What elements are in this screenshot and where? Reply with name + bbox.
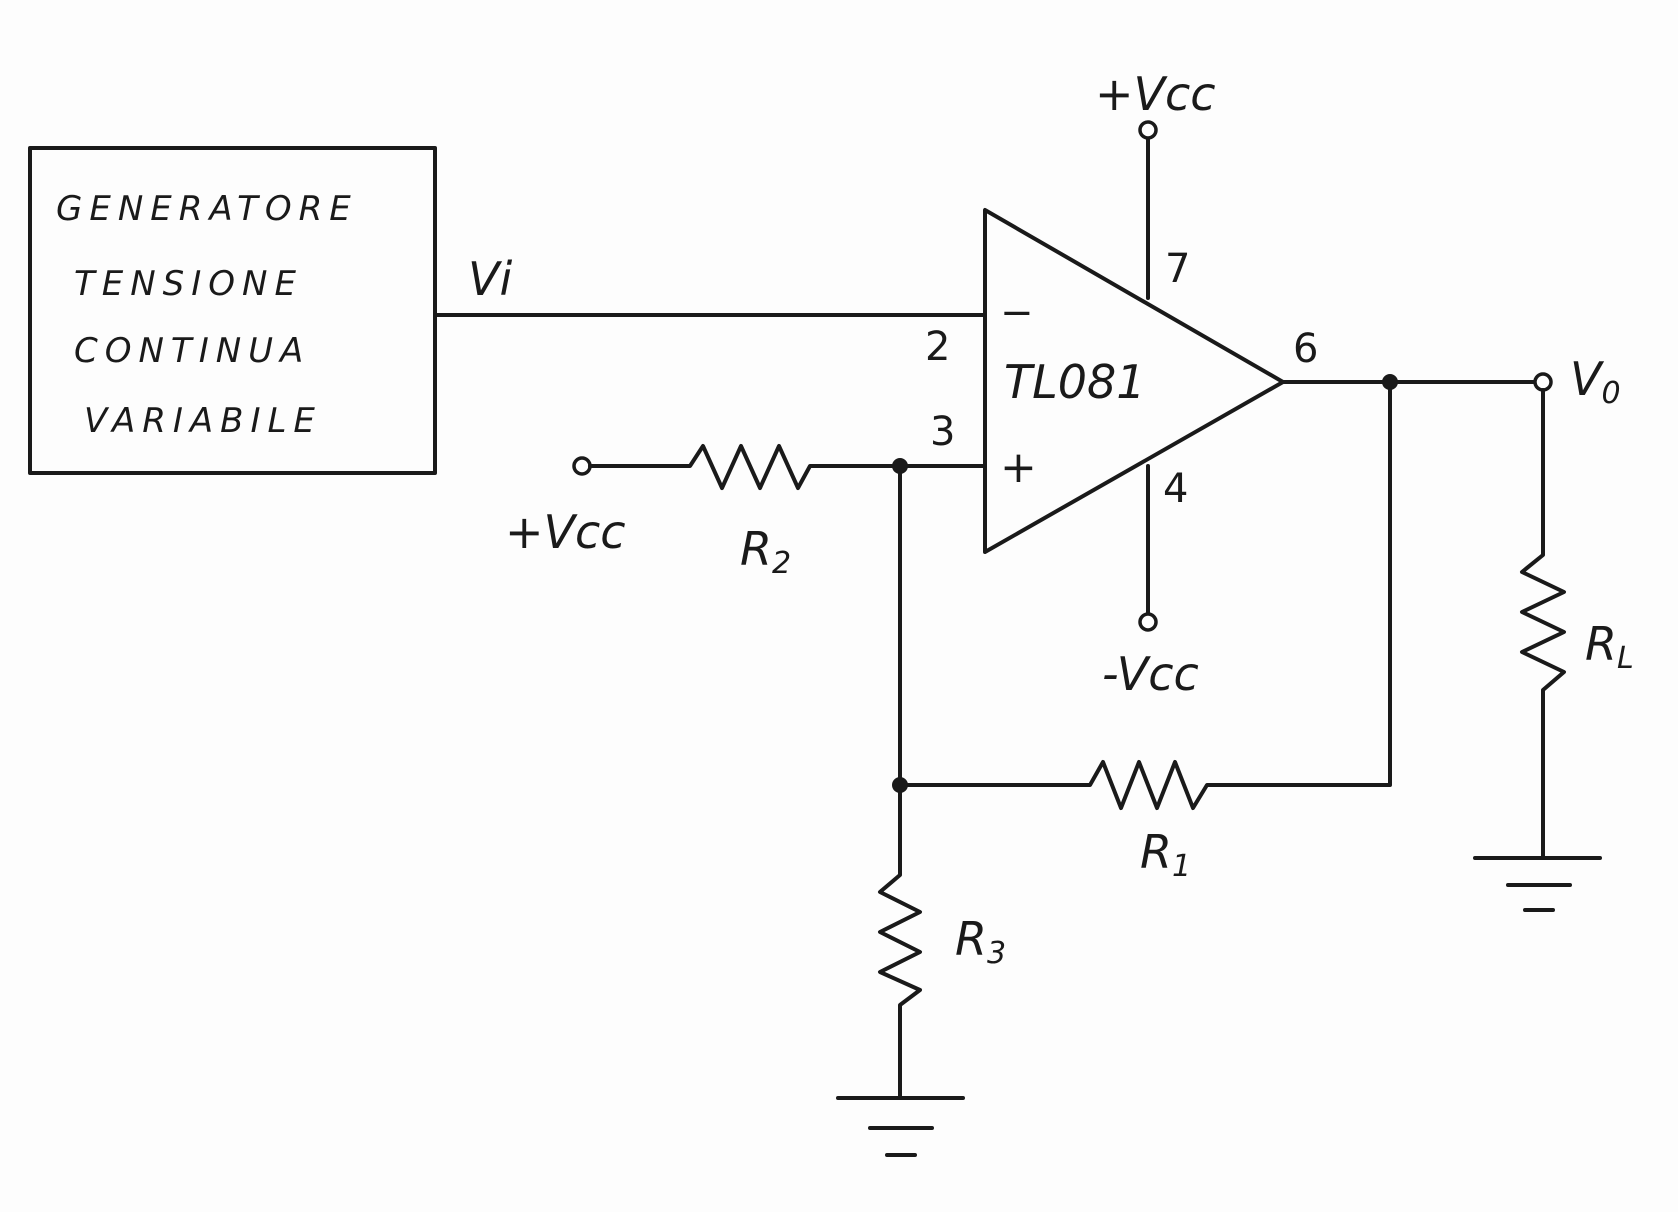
vplus-terminal [1138,120,1158,140]
generator-line-3: CONTINUA [74,331,310,371]
r2-resistor [588,444,987,490]
op-amp-triangle [983,208,1285,554]
rl-ground-symbol [1473,856,1602,912]
rl-label: RL [1585,617,1634,676]
vminus-terminal [1138,612,1158,632]
vi-label: Vi [468,252,512,306]
vminus-supply-label: -Vcc [1102,647,1199,701]
op-amp-name: TL081 [1004,355,1146,409]
r3-ground-symbol [836,1096,965,1157]
r3-label: R3 [955,912,1006,971]
vo-label: V0 [1570,352,1621,411]
r2-label: R2 [740,522,791,581]
vplus-supply-label: +Vcc [1095,67,1216,121]
generator-line-4: VARIABILE [84,401,322,441]
generator-line-2: TENSIONE [74,264,303,304]
pin-7-label: 7 [1165,246,1190,292]
generator-line-1: GENERATORE [56,189,358,229]
op-amp-plus-sign: + [1000,442,1037,493]
pin-6-label: 6 [1293,326,1318,372]
generator-box [28,146,437,475]
output-node [1382,374,1398,390]
rl-resistor [1520,388,1566,860]
r1-resistor [898,380,1392,810]
r2-source-terminal [572,456,592,476]
op-amp-minus-sign: − [1000,290,1034,336]
r2-source-label: +Vcc [505,505,626,559]
pin-3-label: 3 [930,409,955,455]
r1-label: R1 [1140,825,1191,884]
pin-2-label: 2 [925,324,950,370]
vo-terminal [1533,372,1553,392]
voltage-generator-block: GENERATORE TENSIONE CONTINUA VARIABILE [28,146,437,475]
op-amp-tl081: − + TL081 [983,208,1285,554]
r3-resistor [878,783,922,1100]
pin-4-label: 4 [1163,466,1188,512]
